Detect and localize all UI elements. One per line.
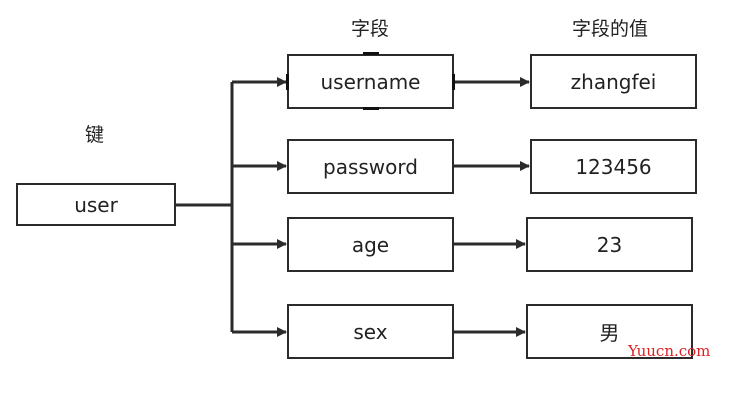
fields-label: 字段 xyxy=(351,18,390,40)
value-node-username: zhangfei xyxy=(530,54,697,109)
selection-handle-right[interactable] xyxy=(452,74,455,90)
selection-handle-bottom[interactable] xyxy=(363,107,379,110)
values-label: 字段的值 xyxy=(572,18,649,40)
key-node-user: user xyxy=(16,183,176,226)
selection-handle-top[interactable] xyxy=(363,52,379,55)
watermark-text: Yuucn.com xyxy=(628,342,711,360)
value-node-sex: 男 xyxy=(526,304,693,359)
selection-handle-left[interactable] xyxy=(286,74,289,90)
field-node-password: password xyxy=(287,139,454,194)
field-node-username: username xyxy=(287,54,454,109)
field-node-age: age xyxy=(287,217,454,272)
field-node-sex: sex xyxy=(287,304,454,359)
key-label: 键 xyxy=(85,124,105,146)
value-node-password: 123456 xyxy=(530,139,697,194)
value-node-age: 23 xyxy=(526,217,693,272)
